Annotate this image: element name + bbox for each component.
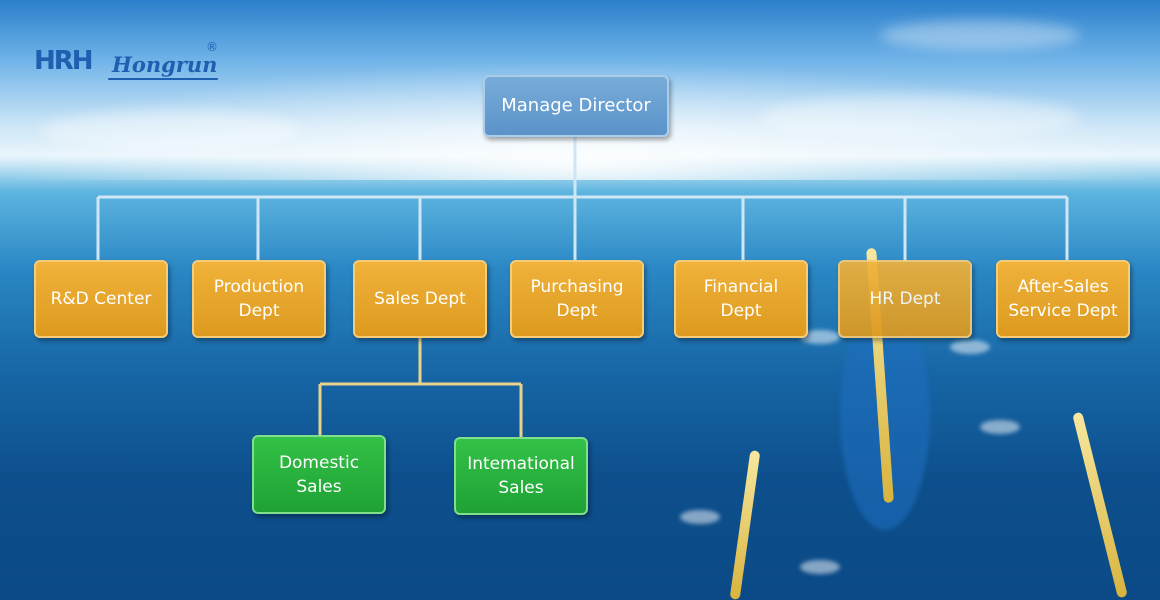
boat-wake (980, 420, 1020, 434)
node-label: R&D Center (50, 289, 152, 309)
international-sales-node: Intemational Sales (454, 437, 588, 515)
node-label: Manage Director (501, 95, 651, 116)
node-label: Sales Dept (374, 289, 466, 309)
boat-wake (800, 330, 840, 344)
rnd-center-node: R&D Center (34, 260, 168, 338)
company-logo: HRH Hongrun ® (34, 40, 234, 90)
node-label: HR Dept (869, 289, 941, 309)
sales-dept-node: Sales Dept (353, 260, 487, 338)
manage-director-node: Manage Director (483, 75, 669, 137)
node-label: Production Dept (213, 277, 305, 321)
node-label: Financial Dept (703, 277, 779, 321)
logo-mark: HRH (34, 46, 94, 76)
cloud (760, 95, 1080, 140)
hr-dept-node: HR Dept (838, 260, 972, 338)
domestic-sales-node: Domestic Sales (252, 435, 386, 514)
node-label: After-Sales Service Dept (1008, 277, 1118, 321)
registered-mark: ® (206, 40, 218, 54)
boat-wake (950, 340, 990, 354)
financial-dept-node: Financial Dept (674, 260, 808, 338)
logo-swoosh (108, 78, 218, 80)
node-label: Purchasing Dept (530, 277, 624, 321)
logo-wordmark: Hongrun (112, 52, 218, 77)
cloud (880, 20, 1080, 50)
purchasing-dept-node: Purchasing Dept (510, 260, 644, 338)
node-label: Domestic Sales (278, 452, 360, 497)
after-sales-service-dept-node: After-Sales Service Dept (996, 260, 1130, 338)
cloud (40, 110, 300, 150)
boat-wake (680, 510, 720, 524)
boat-wake (800, 560, 840, 574)
production-dept-node: Production Dept (192, 260, 326, 338)
node-label: Intemational Sales (467, 454, 575, 498)
